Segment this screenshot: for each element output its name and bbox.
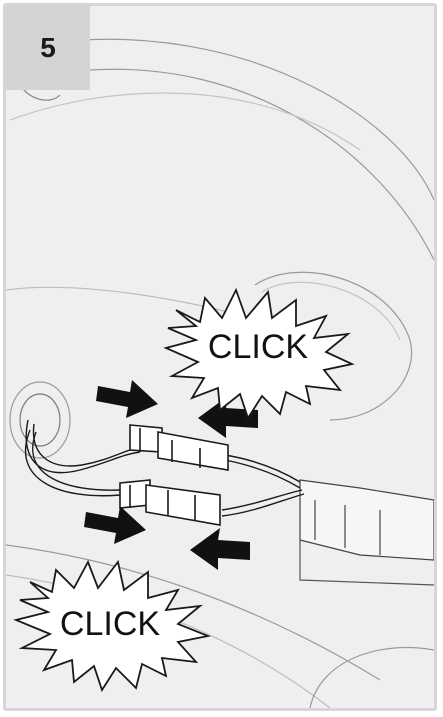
arrow-left-icon: [190, 528, 250, 570]
connector-upper: [130, 425, 228, 470]
arrow-right-icon: [96, 380, 158, 418]
connector-lower: [120, 480, 220, 525]
click-label-upper: CLICK: [208, 328, 308, 366]
housing-outline: [80, 39, 434, 200]
housing-outline: [90, 69, 434, 260]
socket-housing: [300, 480, 434, 560]
step-number: 5: [40, 32, 56, 64]
arrow-right-icon: [84, 506, 146, 544]
click-callout-upper: CLICK: [166, 290, 352, 418]
housing-inner: [10, 93, 360, 150]
click-label-lower: CLICK: [60, 605, 160, 643]
step-badge: 5: [6, 6, 90, 90]
boss-lower: [310, 647, 434, 708]
